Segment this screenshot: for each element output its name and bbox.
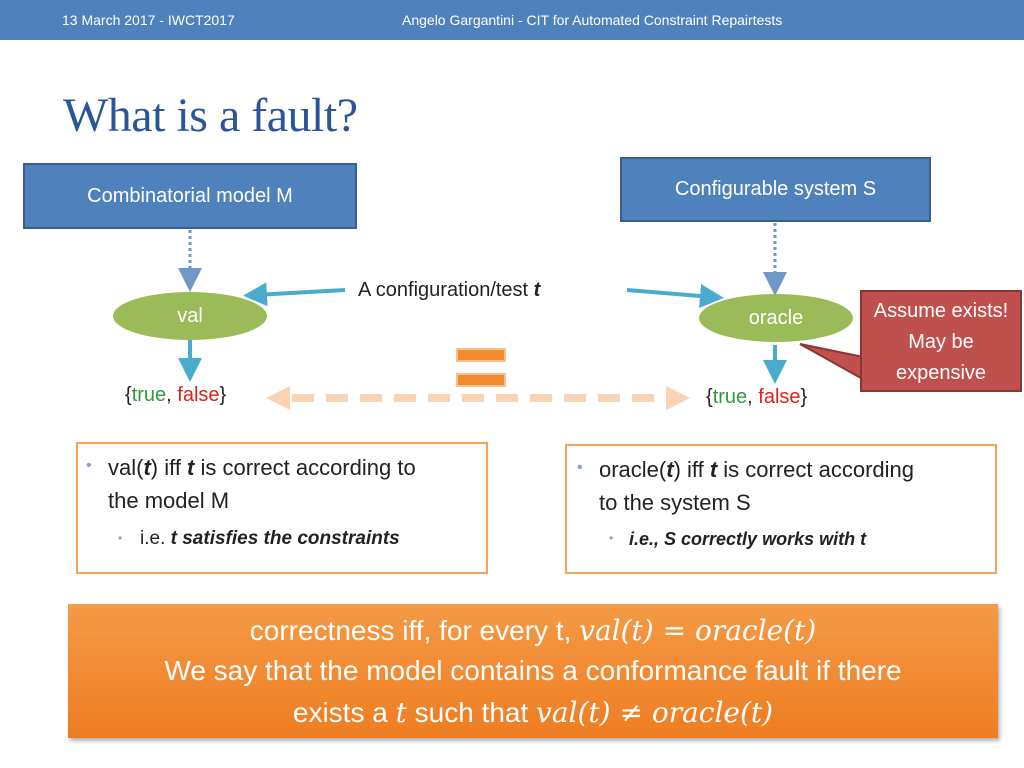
sub-bullet-dot: • <box>118 531 123 545</box>
val-definition-text: val(t) iff t is correct according to the… <box>108 455 416 513</box>
val-definition-box: • val(t) iff t is correct according to t… <box>76 442 488 574</box>
config-to-val-arrow <box>243 282 346 307</box>
config-test-label: A configuration/test t <box>358 279 541 301</box>
header-author-title: Angelo Gargantini - CIT for Automated Co… <box>402 12 783 28</box>
callout-pointer <box>799 343 869 384</box>
bullet-dot: • <box>577 459 583 476</box>
system-box: Configurable system S <box>620 157 931 222</box>
oracle-definition-text: oracle(t) iff t is correct according to … <box>599 457 915 515</box>
double-arrow-left-head <box>266 386 290 410</box>
sub-bullet-dot: • <box>609 531 614 545</box>
banner-line-1: correctness iff, for every t, val(t) = o… <box>249 614 817 647</box>
double-arrow-right-head <box>666 386 690 410</box>
config-to-oracle-arrow <box>626 284 724 308</box>
val-subpoint: i.e. t satisfies the constraints <box>140 528 400 549</box>
val-ellipse: val <box>113 292 267 340</box>
header-date-event: 13 March 2017 - IWCT2017 <box>62 12 235 28</box>
banner-line-2: We say that the model contains a conform… <box>164 655 902 686</box>
val-result-set: {true, false} <box>125 384 227 406</box>
equals-sign-top-bar <box>456 348 506 362</box>
correctness-banner: correctness iff, for every t, val(t) = o… <box>68 604 998 738</box>
oracle-subpoint: i.e., S correctly works with t <box>629 529 867 549</box>
oracle-result-set: {true, false} <box>706 386 808 408</box>
banner-line-3: exists a t such that val(t) ≠ oracle(t) <box>292 696 774 729</box>
slide-title: What is a fault? <box>63 89 358 142</box>
model-box: Combinatorial model M <box>23 163 357 229</box>
equals-sign-bottom-bar <box>456 373 506 387</box>
val-label: val <box>177 304 203 327</box>
system-box-label: Configurable system S <box>674 178 877 200</box>
model-box-label: Combinatorial model M <box>87 184 293 207</box>
header-bar: 13 March 2017 - IWCT2017 Angelo Garganti… <box>0 0 1024 40</box>
bullet-dot: • <box>86 457 92 474</box>
oracle-label: oracle <box>748 306 804 329</box>
assume-exists-callout: Assume exists! May be expensive <box>860 290 1022 392</box>
oracle-definition-box: • oracle(t) iff t is correct according t… <box>565 444 997 574</box>
oracle-ellipse: oracle <box>699 294 853 342</box>
